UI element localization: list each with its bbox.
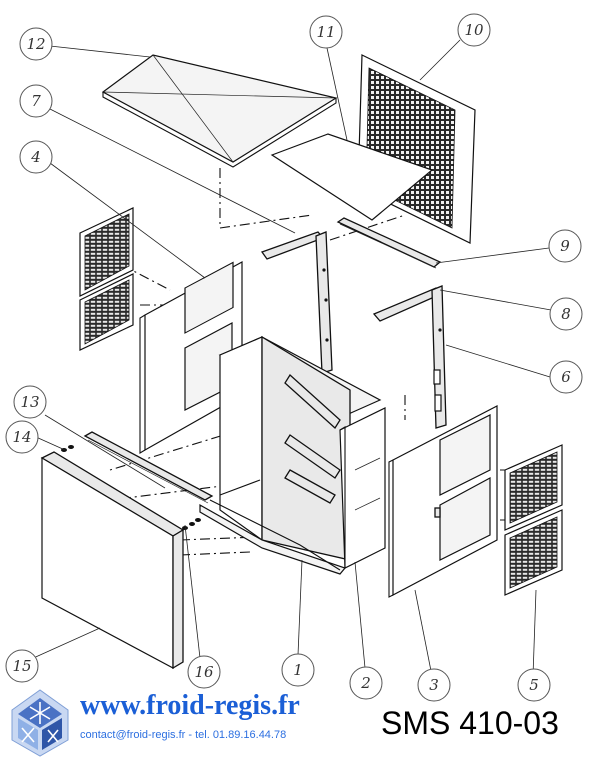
part-5-right-grilles — [504, 444, 563, 596]
svg-text:1: 1 — [293, 661, 303, 679]
balloon-5: 5 — [517, 668, 551, 702]
part-9-top-rail — [336, 217, 442, 269]
leader-lines — [28, 39, 552, 677]
balloon-3: 3 — [417, 668, 451, 702]
svg-text:11: 11 — [316, 23, 335, 41]
part-11-filter-sheet — [270, 133, 434, 221]
part-7-left-bracket — [260, 231, 333, 374]
website-url[interactable]: www.froid-regis.fr — [80, 690, 300, 721]
balloon-4: 4 — [19, 140, 53, 174]
balloon-14: 14 — [5, 420, 39, 454]
svg-text:2: 2 — [360, 674, 371, 692]
part-balloons: 12 11 10 7 4 9 8 6 13 14 15 16 1 2 3 5 — [5, 13, 583, 702]
balloon-1: 1 — [281, 653, 315, 687]
part-1-cabinet-body — [199, 335, 386, 575]
part-13-front-rail — [83, 431, 214, 504]
svg-text:16: 16 — [194, 663, 214, 681]
svg-text:6: 6 — [561, 368, 571, 386]
balloon-12: 12 — [19, 27, 53, 61]
svg-text:9: 9 — [560, 237, 570, 255]
balloon-9: 9 — [548, 229, 582, 263]
balloon-15: 15 — [5, 649, 39, 683]
part-6-right-bracket — [372, 285, 447, 429]
svg-text:5: 5 — [529, 676, 539, 694]
contact-line[interactable]: contact@froid-regis.fr - tel. 01.89.16.4… — [80, 729, 287, 741]
part-3-right-panel — [388, 405, 498, 598]
balloon-11: 11 — [309, 15, 343, 49]
svg-text:8: 8 — [561, 305, 571, 323]
left-grilles — [79, 207, 134, 351]
balloon-16: 16 — [187, 655, 221, 689]
balloon-13: 13 — [13, 385, 47, 419]
part-15-front-panel — [40, 451, 185, 670]
part-12-top-cover — [101, 54, 338, 168]
svg-text:14: 14 — [12, 428, 31, 446]
balloon-8: 8 — [549, 297, 583, 331]
svg-text:4: 4 — [30, 148, 41, 166]
balloon-10: 10 — [457, 13, 491, 47]
svg-text:12: 12 — [26, 35, 45, 53]
balloon-6: 6 — [549, 360, 583, 394]
svg-text:10: 10 — [464, 21, 484, 39]
model-code: SMS 410-03 — [381, 705, 559, 741]
snowflake-logo-icon — [11, 689, 69, 757]
svg-text:7: 7 — [31, 92, 41, 110]
svg-text:3: 3 — [429, 676, 439, 694]
svg-text:15: 15 — [12, 657, 31, 675]
balloon-7: 7 — [19, 84, 53, 118]
balloon-2: 2 — [349, 666, 383, 700]
svg-text:13: 13 — [20, 393, 39, 411]
